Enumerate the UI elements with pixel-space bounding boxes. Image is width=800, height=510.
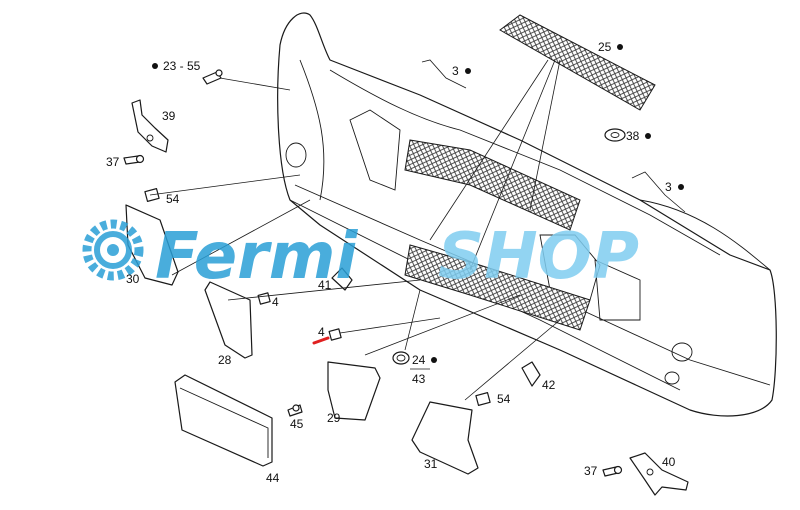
- callout-39: 39: [162, 109, 176, 123]
- callout-29: 29: [327, 411, 341, 425]
- callout-30: 30: [126, 272, 140, 286]
- cover-42: [521, 361, 541, 387]
- center-grille-lower: [404, 244, 591, 331]
- callout-dot-3-a: [465, 68, 471, 74]
- ring-24: [392, 351, 410, 365]
- callout-44: 44: [266, 471, 280, 485]
- callout-42: 42: [542, 378, 556, 392]
- callout-41: 41: [318, 278, 332, 292]
- callout-54-a: 54: [166, 192, 180, 206]
- callout-43: 43: [412, 372, 426, 386]
- callout-dot-3-b: [678, 184, 684, 190]
- clip-4-a: [257, 292, 271, 305]
- clip-23-55: [202, 69, 223, 85]
- upper-grille-25: [499, 14, 656, 111]
- callout-40: 40: [662, 455, 676, 469]
- watermark-brand-part2: SHOP: [438, 220, 639, 294]
- part-31: [411, 401, 479, 475]
- callout-37-a: 37: [106, 155, 120, 169]
- screw-37-a: [123, 154, 145, 165]
- callout-4-a: 4: [272, 295, 279, 309]
- callout-3-b: 3: [665, 180, 672, 194]
- gear-icon: [82, 219, 144, 281]
- plate-panel-44: [174, 374, 273, 467]
- callout-3-a: 3: [452, 64, 459, 78]
- washer-38: [604, 128, 626, 142]
- callout-dot-24: [431, 357, 437, 363]
- bracket-39: [131, 99, 169, 153]
- callout-24: 24: [412, 353, 426, 367]
- callout-dot-23-55: [152, 63, 158, 69]
- watermark-brand-part1: Fermi: [155, 220, 358, 294]
- callout-dot-25: [617, 44, 623, 50]
- part-28: [204, 281, 253, 359]
- callout-45: 45: [290, 417, 304, 431]
- callout-38: 38: [626, 129, 640, 143]
- callouts: 23 - 55 3 25 39 37 38 3 54 30 41 4 4 28 …: [106, 40, 684, 485]
- callout-4-b: 4: [318, 325, 325, 339]
- clip-4-b: [328, 328, 342, 341]
- cover-41: [331, 267, 353, 291]
- center-grille-upper: [404, 139, 581, 231]
- callout-25: 25: [598, 40, 612, 54]
- bumper-body: [277, 12, 777, 417]
- bracket-40: [629, 452, 689, 496]
- callout-dot-38: [645, 133, 651, 139]
- callout-28: 28: [218, 353, 232, 367]
- callout-31: 31: [424, 457, 438, 471]
- fermishop-watermark: Fermi SHOP: [82, 219, 639, 294]
- rod-3-a: [421, 59, 467, 89]
- clip-54-b: [475, 392, 491, 406]
- part-29: [327, 361, 381, 421]
- callout-54-b: 54: [497, 392, 511, 406]
- callout-37-b: 37: [584, 464, 598, 478]
- highlight-mark: [312, 336, 330, 345]
- callout-23-55: 23 - 55: [163, 59, 201, 73]
- rod-3-b: [631, 171, 686, 213]
- screw-37-b: [602, 465, 623, 477]
- screw-45: [287, 404, 303, 417]
- leader-lines: [149, 59, 561, 401]
